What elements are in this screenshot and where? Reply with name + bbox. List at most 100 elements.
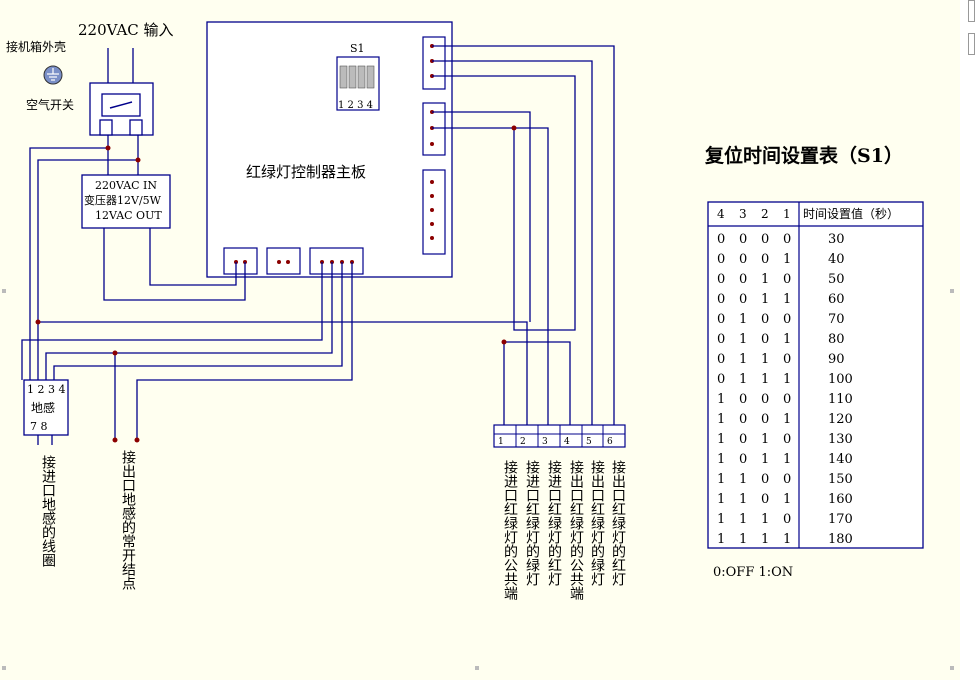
terminal-3: 3 xyxy=(542,437,548,447)
reset-table-bit-cell: 1 xyxy=(761,512,769,527)
reset-table-time-cell: 110 xyxy=(828,392,853,407)
reset-table-bit-cell: 1 xyxy=(739,372,747,387)
reset-table-bit-cell: 1 xyxy=(761,372,769,387)
terminal-block: 1 2 3 4 5 6 xyxy=(493,424,626,448)
terminal-label-3: 接进口红绿灯的红灯 xyxy=(546,459,562,587)
reset-table-bit-cell: 0 xyxy=(783,312,791,327)
reset-table-bit-cell: 1 xyxy=(739,532,747,547)
resize-handle-bottom-left xyxy=(2,666,6,670)
board-connector-power xyxy=(223,247,258,275)
reset-table-bit-cell: 0 xyxy=(783,272,791,287)
reset-table-bit-cell: 0 xyxy=(783,512,791,527)
terminal-5: 5 xyxy=(586,437,592,447)
transformer-line-2: 变压器12V/5W xyxy=(84,193,162,207)
board-connector-middle xyxy=(422,102,446,156)
reset-table-bit-cell: 0 xyxy=(761,412,769,427)
terminal-label-6: 接出口红绿灯的红灯 xyxy=(610,459,626,587)
contact-label: 接出口地感的常开结点 xyxy=(120,449,136,590)
terminal-1: 1 xyxy=(498,437,504,447)
reset-table-bit-cell: 0 xyxy=(783,392,791,407)
reset-table-title: 复位时间设置表（S1） xyxy=(704,144,903,167)
wires-ground-sensor xyxy=(21,262,353,440)
mainboard xyxy=(206,21,453,278)
reset-table-time-cell: 90 xyxy=(828,352,845,367)
reset-table-time-cell: 150 xyxy=(828,472,853,487)
window-edge-box-top xyxy=(968,0,975,22)
transformer-line-1: 220VAC IN xyxy=(95,179,157,192)
terminal-2: 2 xyxy=(520,437,526,447)
reset-table-bit-cell: 1 xyxy=(761,532,769,547)
reset-table-time-cell: 170 xyxy=(828,512,853,527)
reset-table-bit-cell: 1 xyxy=(783,412,791,427)
terminal-label-4: 接出口红绿灯的公共端 xyxy=(568,459,584,600)
terminal-6: 6 xyxy=(607,437,613,447)
reset-table-time-cell: 100 xyxy=(828,372,853,387)
reset-table-bit-cell: 0 xyxy=(739,432,747,447)
reset-table-bit-cell: 1 xyxy=(783,452,791,467)
reset-table-time-cell: 40 xyxy=(828,252,845,267)
reset-table-bit-cell: 1 xyxy=(783,292,791,307)
reset-table-bit-cell: 1 xyxy=(717,492,725,507)
reset-table-bit-cell: 1 xyxy=(739,472,747,487)
reset-table-bit-cell: 0 xyxy=(761,472,769,487)
reset-table-header-1: 1 xyxy=(783,207,791,221)
reset-table-bit-cell: 0 xyxy=(739,292,747,307)
reset-table-bit-cell: 1 xyxy=(717,412,725,427)
reset-table-bit-cell: 1 xyxy=(783,492,791,507)
power-input-label: 220VAC 输入 xyxy=(78,21,174,39)
reset-table-header-3: 3 xyxy=(739,207,747,221)
reset-table-bit-cell: 1 xyxy=(761,452,769,467)
reset-table-time-cell: 140 xyxy=(828,452,853,467)
resize-handle-right xyxy=(950,289,954,293)
reset-table-bit-cell: 1 xyxy=(783,372,791,387)
resize-handle-bottom-right xyxy=(950,666,954,670)
reset-table-time-cell: 50 xyxy=(828,272,845,287)
reset-table-bit-cell: 1 xyxy=(717,472,725,487)
chassis-label: 接机箱外壳 xyxy=(6,39,66,54)
reset-table-bit-cell: 0 xyxy=(783,472,791,487)
reset-table-bit-cell: 0 xyxy=(761,252,769,267)
reset-table-bit-cell: 0 xyxy=(717,332,725,347)
transformer-line-3: 12VAC OUT xyxy=(95,209,162,222)
reset-table-bit-cell: 1 xyxy=(761,272,769,287)
resize-handle-bottom xyxy=(475,666,479,670)
reset-table-bit-cell: 0 xyxy=(717,372,725,387)
dip-switch-label: S1 xyxy=(350,42,365,55)
reset-table-time-cell: 60 xyxy=(828,292,845,307)
reset-table-bit-cell: 1 xyxy=(739,492,747,507)
reset-table-time-cell: 160 xyxy=(828,492,853,507)
reset-table-time-cell: 70 xyxy=(828,312,845,327)
wires-terminals xyxy=(38,45,615,425)
air-switch xyxy=(89,82,154,136)
mainboard-label: 红绿灯控制器主板 xyxy=(246,163,366,181)
reset-table-time-cell: 80 xyxy=(828,332,845,347)
reset-table-bit-cell: 0 xyxy=(783,352,791,367)
ground-icon xyxy=(43,65,63,85)
reset-table-bit-cell: 0 xyxy=(761,312,769,327)
reset-table-bit-cell: 1 xyxy=(717,452,725,467)
reset-table-bit-cell: 0 xyxy=(717,312,725,327)
reset-table-bit-cell: 0 xyxy=(717,232,725,247)
reset-table-bit-cell: 0 xyxy=(761,332,769,347)
reset-table-bit-cell: 1 xyxy=(761,352,769,367)
dip-switch-s1: S1 1 2 3 4 xyxy=(336,42,380,111)
reset-table-bit-cell: 0 xyxy=(717,272,725,287)
reset-table-bit-cell: 0 xyxy=(739,412,747,427)
board-connector-sensor xyxy=(309,247,364,275)
reset-table-header-time: 时间设置值（秒） xyxy=(803,206,899,221)
reset-table-bit-cell: 0 xyxy=(717,292,725,307)
reset-table-bit-cell: 0 xyxy=(739,392,747,407)
dip-switch-numbers: 1 2 3 4 xyxy=(338,100,373,111)
reset-table-bit-cell: 1 xyxy=(783,532,791,547)
junction-dots xyxy=(35,125,517,443)
reset-table-header-2: 2 xyxy=(761,207,769,221)
reset-table-bit-cell: 0 xyxy=(783,432,791,447)
terminal-label-2: 接进口红绿灯的绿灯 xyxy=(524,459,540,587)
reset-table-bit-cell: 0 xyxy=(783,232,791,247)
reset-table-bit-cell: 1 xyxy=(783,332,791,347)
reset-table-time-cell: 120 xyxy=(828,412,853,427)
ground-sensor-label: 地感 xyxy=(31,400,55,415)
